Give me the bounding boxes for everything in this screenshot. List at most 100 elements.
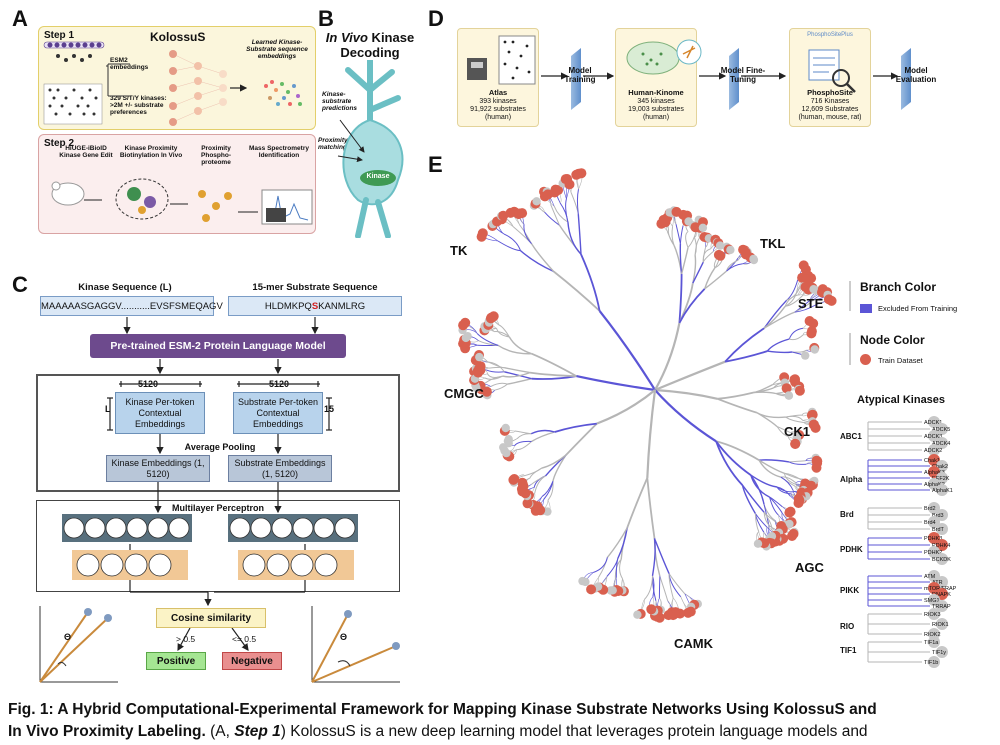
tree-branch bbox=[565, 198, 569, 223]
tree-node bbox=[578, 576, 587, 586]
atypical-member-label: TRRAP bbox=[932, 604, 951, 610]
tree-node bbox=[698, 223, 708, 232]
atypical-member-label: BrdT bbox=[932, 527, 945, 533]
group-label-camk: CAMK bbox=[674, 636, 713, 651]
tree-branch bbox=[520, 250, 554, 273]
atypical-node bbox=[936, 509, 948, 521]
atypical-member-label: TIF1a bbox=[924, 640, 939, 646]
tree-branch bbox=[678, 273, 683, 323]
atypical-member-label: AlphaK3 bbox=[924, 470, 945, 476]
tree-node bbox=[826, 295, 837, 306]
tree-node bbox=[784, 507, 795, 518]
tree-node bbox=[509, 474, 520, 484]
atypical-member-label: Brd2 bbox=[924, 506, 936, 512]
tree-branch bbox=[494, 330, 510, 338]
tree-node bbox=[663, 610, 674, 621]
tree-branch bbox=[753, 391, 776, 395]
atypical-member-label: TIF1y bbox=[932, 650, 946, 656]
tree-branch bbox=[598, 310, 656, 391]
gene-edit-label: HiUGE-iBioID Kinase Gene Edit bbox=[59, 145, 113, 159]
atypical-family-rio: RIO bbox=[840, 622, 855, 631]
negative-box: Negative bbox=[222, 652, 282, 670]
atypical-member-label: Brd3 bbox=[932, 513, 944, 519]
embedding-frame bbox=[36, 374, 400, 492]
tree-node bbox=[794, 385, 805, 396]
tree-branch bbox=[644, 575, 653, 600]
tree-branch bbox=[702, 251, 714, 263]
tree-branch bbox=[794, 304, 817, 313]
atypical-member-label: RIOK1 bbox=[932, 622, 949, 628]
tree-node bbox=[553, 185, 564, 196]
tree-node bbox=[749, 255, 759, 265]
atypical-member-label: BCKDK bbox=[932, 557, 951, 563]
tree-branch bbox=[531, 352, 577, 377]
tree-branch bbox=[529, 371, 577, 377]
tree-branch bbox=[646, 477, 656, 539]
node-color-title: Node Color bbox=[860, 333, 925, 347]
tree-node bbox=[793, 498, 804, 508]
tree-node bbox=[562, 174, 573, 184]
tree-branch bbox=[783, 473, 797, 485]
atypical-member-label: RIOK2 bbox=[924, 632, 941, 638]
tree-node bbox=[810, 422, 821, 433]
tree-branch bbox=[785, 415, 804, 421]
atlas-stat-line: 393 kinases bbox=[479, 98, 517, 105]
tree-node bbox=[633, 610, 642, 619]
substrate-seq-pre: HLDMKPQ bbox=[264, 301, 312, 312]
tree-branch bbox=[788, 327, 804, 340]
branch-color-title: Branch Color bbox=[860, 280, 937, 294]
hk-stat-line: 19,003 substrates bbox=[628, 106, 684, 113]
neural-network bbox=[172, 53, 224, 123]
tree-node bbox=[463, 332, 472, 341]
atypical-node bbox=[928, 546, 940, 558]
tree-branch bbox=[687, 230, 697, 248]
atypical-member-label: ADCK3 bbox=[924, 434, 942, 440]
tree-branch bbox=[626, 477, 649, 529]
tree-branch bbox=[654, 322, 681, 391]
tree-branch bbox=[668, 573, 686, 595]
avg-pooling-label: Average Pooling bbox=[184, 442, 256, 452]
gt-threshold: > 0.5 bbox=[176, 634, 196, 644]
cosine-similarity-box: Cosine similarity bbox=[156, 608, 266, 628]
tree-branch bbox=[776, 426, 789, 437]
atypical-node bbox=[928, 430, 940, 442]
tree-node bbox=[475, 352, 484, 362]
tree-node bbox=[532, 197, 541, 206]
tree-node bbox=[586, 584, 597, 595]
tree-branch bbox=[726, 263, 743, 272]
atypical-node bbox=[936, 484, 948, 496]
tree-branch bbox=[785, 294, 804, 307]
tree-branch bbox=[758, 459, 785, 474]
caption-title: Fig. 1: A Hybrid Computational-Experimen… bbox=[8, 701, 877, 718]
mass-spec-label: Mass Spectrometry Identification bbox=[249, 145, 309, 159]
phosphosite-title: PhosphoSite bbox=[807, 88, 853, 97]
tree-branch bbox=[715, 440, 752, 476]
tree-branch bbox=[785, 416, 804, 423]
positive-box: Positive bbox=[146, 652, 206, 670]
panel-a-letter: A bbox=[12, 6, 28, 31]
phospho-site: S bbox=[311, 301, 319, 312]
kinase-embeddings-box: Kinase Embeddings (1, 5120) bbox=[106, 455, 210, 482]
kinase-token-box: Kinase Per-token Contextual Embeddings bbox=[115, 392, 205, 434]
tree-branch bbox=[617, 527, 628, 559]
tree-branch bbox=[763, 311, 796, 329]
atlas-stat-line: (human) bbox=[484, 114, 512, 121]
atypical-member-label: EEF2K bbox=[932, 476, 950, 482]
tree-branch bbox=[763, 299, 788, 329]
tree-branch bbox=[680, 247, 689, 275]
theta-left: Θ bbox=[64, 632, 72, 642]
legend-branch-bar bbox=[849, 281, 851, 311]
substrate-embeddings-box: Substrate Embeddings (1, 5120) bbox=[228, 455, 332, 482]
tree-branch bbox=[531, 431, 555, 443]
tree-branch bbox=[530, 429, 555, 435]
tree-branch bbox=[668, 573, 682, 598]
tree-branch bbox=[679, 243, 683, 274]
tree-branch bbox=[547, 481, 554, 501]
tree-branch bbox=[554, 422, 597, 433]
tree-branch bbox=[567, 222, 582, 255]
tree-branch bbox=[523, 224, 532, 244]
atypical-family-pikk: PIKK bbox=[840, 586, 860, 595]
tree-node bbox=[488, 311, 499, 322]
tree-node bbox=[501, 423, 510, 433]
atypical-family-alpha: Alpha bbox=[840, 475, 863, 484]
